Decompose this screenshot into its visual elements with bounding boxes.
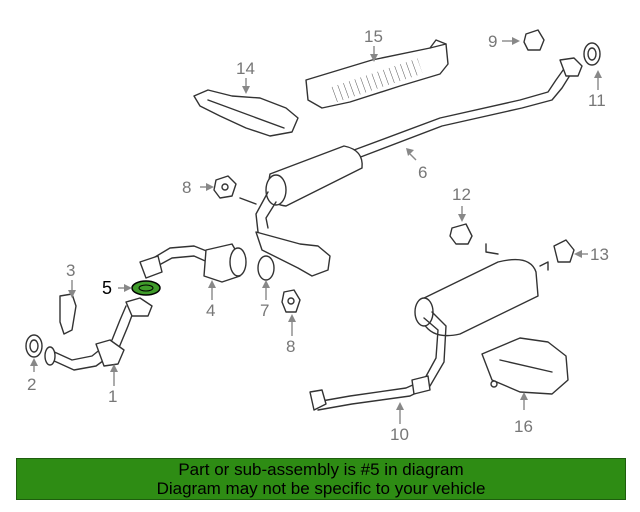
banner-line-1: Part or sub-assembly is #5 in diagram (178, 460, 464, 479)
label-part-16: 16 (514, 417, 533, 436)
label-part-13: 13 (590, 245, 609, 264)
label-part-10: 10 (390, 425, 409, 444)
label-part-3: 3 (66, 261, 75, 280)
part-10-muffler-assembly[interactable] (309, 243, 549, 411)
label-part-1: 1 (108, 387, 117, 406)
part-7-gasket[interactable] (257, 255, 275, 281)
part-8-hanger-upper[interactable] (213, 175, 237, 199)
part-5-gasket-highlighted[interactable] (131, 280, 161, 296)
label-part-8-lower: 8 (286, 337, 295, 356)
part-2-gasket[interactable] (25, 334, 43, 358)
part-13-hanger[interactable] (553, 239, 575, 263)
label-part-6: 6 (418, 163, 427, 182)
part-14-heat-shield[interactable] (193, 89, 299, 137)
info-banner: Part or sub-assembly is #5 in diagram Di… (16, 458, 626, 500)
part-3-bracket[interactable] (59, 293, 77, 335)
part-16-heat-shield[interactable] (481, 337, 569, 395)
label-part-4: 4 (206, 301, 215, 320)
leader-arrows (30, 37, 602, 424)
label-part-7: 7 (260, 301, 269, 320)
label-part-9: 9 (488, 32, 497, 51)
part-12-hanger[interactable] (449, 223, 473, 245)
label-part-15: 15 (364, 27, 383, 46)
part-11-gasket[interactable] (583, 42, 601, 66)
part-8-gasket-lower[interactable] (281, 289, 301, 313)
label-part-14: 14 (236, 59, 255, 78)
part-4-catalytic-converter[interactable] (139, 243, 247, 283)
part-15-heat-shield[interactable] (305, 39, 449, 109)
exhaust-parts-diagram: 1 2 3 4 5 6 7 8 8 9 10 11 12 13 14 15 16 (25, 27, 609, 444)
part-1-front-pipe[interactable] (44, 297, 153, 371)
part-9-hanger[interactable] (523, 29, 545, 51)
banner-line-2: Diagram may not be specific to your vehi… (156, 479, 486, 498)
label-part-5: 5 (102, 278, 112, 298)
label-part-8-upper: 8 (182, 178, 191, 197)
label-part-2: 2 (27, 375, 36, 394)
label-part-11: 11 (588, 91, 606, 110)
label-part-12: 12 (452, 185, 471, 204)
part-6-center-pipe[interactable] (239, 57, 583, 277)
